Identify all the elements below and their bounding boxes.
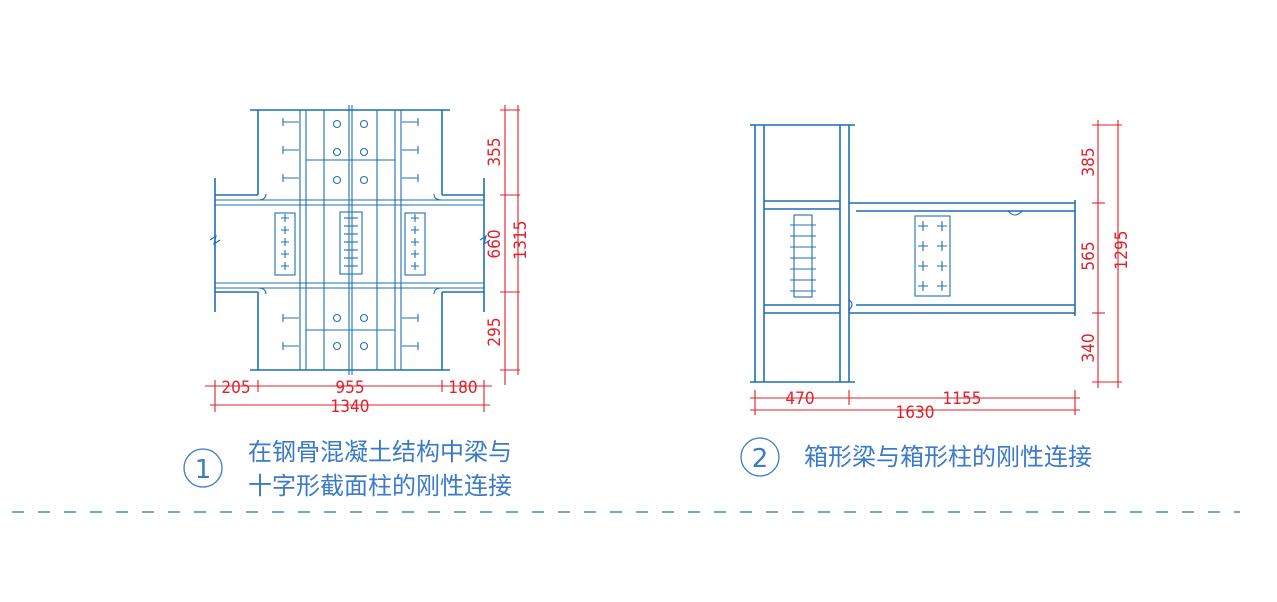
dim2-total-horizontal: 1630 (896, 403, 935, 423)
bolt-holes (332, 119, 369, 351)
detail-1-caption-line1: 在钢骨混凝土结构中梁与 (248, 438, 512, 466)
box-beam (848, 200, 1076, 316)
detail-2-number-circle (740, 437, 780, 477)
dim2-total-vertical: 1295 (1112, 231, 1132, 270)
dim1-bottom: 295 (485, 317, 505, 346)
splice-bolts (281, 214, 419, 270)
steel-core (209, 105, 491, 375)
dim1-right: 180 (448, 378, 477, 398)
detail-2-caption: 箱形梁与箱形柱的刚性连接 (804, 443, 1092, 471)
detail-1-dimensions (205, 105, 520, 412)
dim1-total-vertical: 1315 (511, 221, 531, 260)
detail-2-dimension-labels: 385 565 340 1295 470 1155 1630 (785, 147, 1132, 423)
dim1-center: 955 (335, 378, 364, 398)
detail-2-caption: 2 箱形梁与箱形柱的刚性连接 (740, 437, 1092, 477)
dim2-middle: 565 (1079, 241, 1099, 270)
shear-studs (282, 118, 419, 350)
dim1-total-horizontal: 1340 (331, 397, 370, 417)
detail-1-drawing (205, 105, 520, 412)
detail-1-number: 1 (195, 455, 212, 485)
detail-2-number: 2 (752, 444, 769, 474)
detail-2-dimensions (750, 120, 1122, 415)
dim1-top: 355 (485, 137, 505, 166)
detail-1-caption: 1 在钢骨混凝土结构中梁与 十字形截面柱的刚性连接 (183, 438, 512, 500)
dim1-middle: 660 (485, 229, 505, 258)
box-column (750, 124, 855, 383)
beam-splice-bolts (918, 221, 947, 291)
detail-1-dimension-labels: 355 660 295 1315 205 955 180 1340 (221, 137, 531, 417)
detail-1-caption-line2: 十字形截面柱的刚性连接 (248, 472, 512, 500)
detail-1-number-circle (183, 448, 223, 488)
dim1-left: 205 (221, 378, 250, 398)
dim2-bottom: 340 (1079, 333, 1099, 362)
dim2-right: 1155 (943, 389, 982, 409)
detail-2-drawing (750, 120, 1122, 415)
dim2-top: 385 (1079, 147, 1099, 176)
dim2-left: 470 (785, 389, 814, 409)
column-splice-bolts (790, 214, 816, 298)
